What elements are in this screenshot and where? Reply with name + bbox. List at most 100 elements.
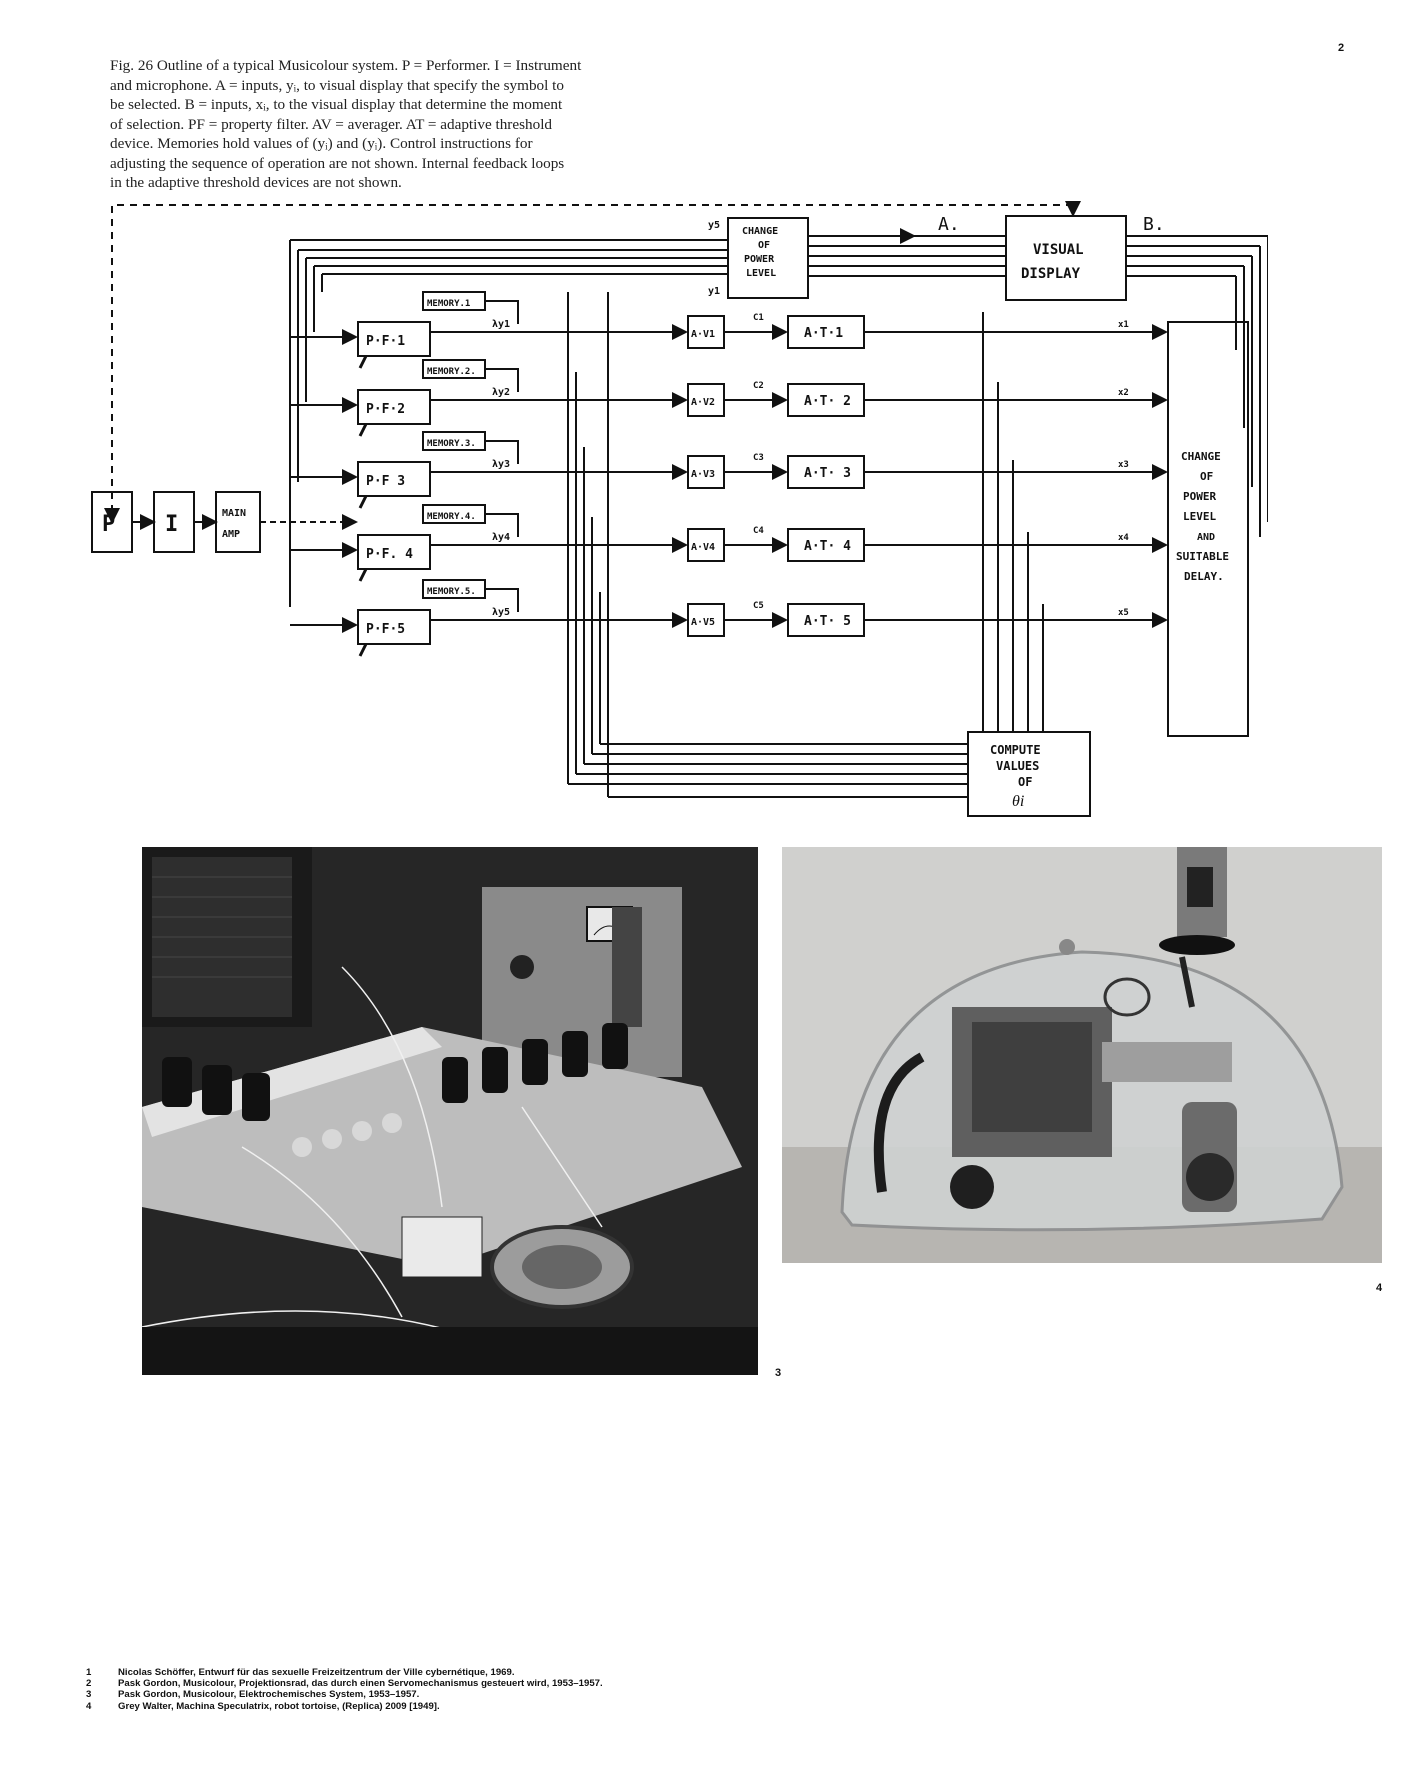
caption-line: adjusting the sequence of operation are … (110, 154, 565, 172)
memory-label: MEMORY.4. (427, 512, 476, 522)
threshold-label: A·T· 5 (804, 614, 851, 629)
pf-box (357, 609, 431, 645)
memory-line (485, 588, 519, 612)
pf-tail-arrow (358, 495, 368, 509)
power-level-label: POWER (744, 254, 775, 265)
figure-caption: Fig. 26 Outline of a typical Musicolour … (110, 56, 668, 193)
instrument-label: I (165, 512, 178, 537)
main-amp-label: MAIN (222, 508, 246, 519)
power-delay-label: LEVEL (1183, 510, 1216, 523)
power-delay-label: AND (1197, 532, 1215, 543)
lambda-label: λy1 (492, 319, 510, 330)
memory-label: MEMORY.3. (427, 439, 476, 449)
pf-tail-arrow (358, 423, 368, 437)
threshold-label: A·T· 4 (804, 539, 851, 554)
caption-line: Fig. 26 Outline of a typical Musicolour … (110, 57, 582, 74)
memory-line (485, 513, 519, 537)
performer-label: P (102, 512, 115, 537)
y5-label: y5 (708, 220, 720, 231)
pf-box (357, 534, 431, 570)
footnote-text: Pask Gordon, Musicolour, Projektionsrad,… (118, 1678, 603, 1690)
footnote-number: 1 (86, 1667, 92, 1678)
pf-box (357, 461, 431, 497)
memory-label: MEMORY.5. (427, 587, 476, 597)
caption-line: in the adaptive threshold devices are no… (110, 174, 402, 191)
lambda-label: λy2 (492, 387, 510, 398)
c-label: C1 (753, 313, 764, 323)
power-delay-label: POWER (1183, 490, 1216, 503)
power-delay-label: DELAY. (1184, 570, 1224, 583)
photo-3-label: 3 (775, 1367, 782, 1379)
pf-tail-arrow (358, 355, 368, 369)
label-b: B. (1143, 214, 1165, 235)
pf-label: P·F·2 (366, 402, 405, 417)
c-label: C3 (753, 453, 764, 463)
threshold-label: A·T· 3 (804, 466, 851, 481)
averager-label: A·V4 (691, 542, 715, 553)
footnote-number: 2 (86, 1678, 92, 1690)
caption-line: device. Memories hold values of (yᵢ) and… (110, 135, 533, 152)
footnote-number: 4 (86, 1700, 92, 1712)
lambda-label: λy4 (492, 532, 510, 543)
lambda-label: λy5 (492, 607, 510, 618)
y1-label: y1 (708, 286, 720, 297)
pf-label: P·F·5 (366, 622, 405, 637)
averager-label: A·V5 (691, 617, 715, 628)
c-label: C4 (753, 526, 764, 536)
caption-line: be selected. B = inputs, xᵢ, to the visu… (110, 96, 563, 113)
x-label: x3 (1118, 460, 1129, 470)
lambda-label: λy3 (492, 459, 510, 470)
memory-line (485, 300, 519, 324)
footnote-item: 2 Pask Gordon, Musicolour, Projektionsra… (86, 1678, 986, 1689)
x-label: x2 (1118, 388, 1129, 398)
x-label: x4 (1118, 533, 1129, 543)
footnote-item: 4 Grey Walter, Machina Speculatrix, robo… (86, 1701, 986, 1712)
caption-line: of selection. PF = property filter. AV =… (110, 115, 553, 133)
power-delay-label: CHANGE (1181, 450, 1221, 463)
pf-label: P·F 3 (366, 474, 405, 489)
memory-line (485, 440, 519, 464)
footnote-number: 3 (86, 1689, 92, 1701)
caption-line: and microphone. A = inputs, yᵢ, to visua… (110, 76, 564, 94)
footnote-text: Grey Walter, Machina Speculatrix, robot … (118, 1700, 440, 1712)
tortoise-illustration (782, 847, 1382, 1263)
page-number: 2 (1338, 42, 1345, 54)
averager-label: A·V3 (691, 469, 715, 480)
pf-box (357, 389, 431, 425)
threshold-label: A·T·1 (804, 326, 843, 341)
x-label: x5 (1118, 608, 1129, 618)
power-level-label: LEVEL (746, 268, 776, 279)
power-delay-label: SUITABLE (1176, 550, 1229, 563)
compute-label: COMPUTE (990, 743, 1041, 757)
footnote-text: Nicolas Schöffer, Entwurf für das sexuel… (118, 1667, 515, 1678)
memory-line (485, 368, 519, 392)
compute-label: OF (1018, 775, 1032, 789)
memory-label: MEMORY.2. (427, 367, 476, 377)
change-power-delay-box (1167, 321, 1249, 737)
x-label: x1 (1118, 320, 1129, 330)
averager-label: A·V2 (691, 397, 715, 408)
pf-tail-arrow (358, 643, 368, 657)
compute-label: θi (1012, 793, 1024, 810)
power-delay-label: OF (1200, 470, 1213, 483)
power-level-label: CHANGE (742, 226, 778, 237)
footnote-text: Pask Gordon, Musicolour, Elektrochemisch… (118, 1689, 420, 1701)
main-amp-label: AMP (222, 529, 240, 540)
photo-4-label: 4 (1376, 1282, 1383, 1294)
electronics-illustration (142, 847, 758, 1375)
averager-label: A·V1 (691, 329, 715, 340)
c-label: C5 (753, 601, 764, 611)
main-amp-box (215, 491, 261, 553)
power-level-label: OF (758, 240, 770, 251)
pf-tail-arrow (358, 568, 368, 582)
threshold-label: A·T· 2 (804, 394, 851, 409)
label-a: A. (938, 214, 960, 235)
footnotes: 1 Nicolas Schöffer, Entwurf für das sexu… (86, 1667, 986, 1712)
musicolour-electronics-photo (142, 847, 758, 1375)
musicolour-block-diagram: P·F·1MEMORY.1λy1A·V1C1A·T·1x1P·F·2MEMORY… (91, 201, 1268, 817)
compute-label: VALUES (996, 759, 1039, 773)
footnote-item: 3 Pask Gordon, Musicolour, Elektrochemis… (86, 1689, 986, 1700)
robot-tortoise-photo (782, 847, 1382, 1263)
footnote-item: 1 Nicolas Schöffer, Entwurf für das sexu… (86, 1667, 986, 1678)
visual-display-label: DISPLAY (1021, 266, 1081, 282)
